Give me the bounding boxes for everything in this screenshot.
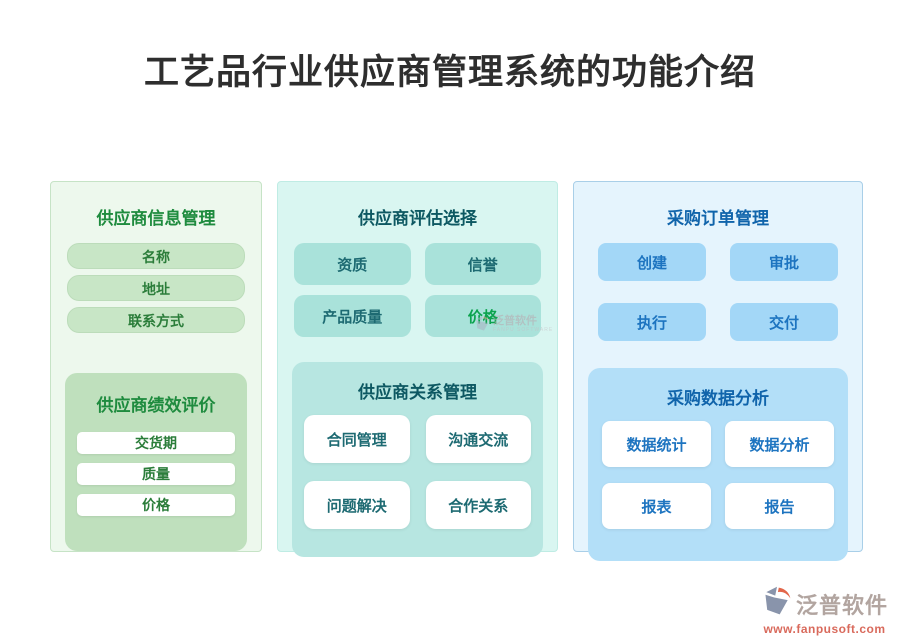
card-relationship-management: 供应商关系管理 合同管理 沟通交流 问题解决 合作关系 — [292, 362, 543, 557]
btn-delivery-period[interactable]: 交货期 — [77, 432, 235, 454]
btn-report-form[interactable]: 报表 — [602, 483, 711, 529]
btn-contract-management[interactable]: 合同管理 — [304, 415, 410, 463]
card-purchase-data-analysis: 采购数据分析 数据统计 数据分析 报表 报告 — [588, 368, 848, 561]
supplier-info-title: 供应商信息管理 — [96, 209, 216, 228]
btn-create[interactable]: 创建 — [598, 243, 706, 281]
btn-reputation[interactable]: 信誉 — [424, 243, 541, 285]
btn-product-quality[interactable]: 产品质量 — [294, 295, 411, 337]
btn-data-analysis[interactable]: 数据分析 — [725, 421, 834, 467]
btn-cooperation[interactable]: 合作关系 — [425, 481, 531, 529]
btn-communication[interactable]: 沟通交流 — [425, 415, 531, 463]
btn-supplier-address[interactable]: 地址 — [67, 275, 245, 301]
btn-problem-solving[interactable]: 问题解决 — [304, 481, 410, 529]
btn-price-evaluation[interactable]: 价格 — [424, 295, 541, 337]
panel-purchase-order: 采购订单管理 创建 审批 执行 交付 采购数据分析 数据统计 数据分析 报表 报… — [573, 181, 863, 561]
purchase-order-title: 采购订单管理 — [667, 209, 769, 228]
btn-supplier-contact[interactable]: 联系方式 — [67, 307, 245, 333]
brand-name: 泛普软件 — [795, 592, 888, 618]
card-performance-evaluation: 供应商绩效评价 交货期 质量 价格 — [65, 373, 247, 551]
data-analysis-title: 采购数据分析 — [667, 389, 769, 408]
btn-data-statistics[interactable]: 数据统计 — [602, 421, 711, 467]
panel-supplier-evaluation: 供应商评估选择 资质 信誉 产品质量 价格 泛普软件 FANPU SOFTWAR… — [277, 181, 558, 557]
btn-supplier-name[interactable]: 名称 — [67, 243, 245, 269]
btn-report[interactable]: 报告 — [725, 483, 834, 529]
performance-title: 供应商绩效评价 — [96, 396, 216, 415]
evaluation-title: 供应商评估选择 — [358, 209, 477, 228]
page-title: 工艺品行业供应商管理系统的功能介绍 — [143, 53, 756, 92]
btn-quality[interactable]: 质量 — [77, 463, 235, 485]
btn-approve[interactable]: 审批 — [730, 243, 838, 281]
feature-panels: 供应商信息管理 名称 地址 联系方式 供应商绩效评价 交货期 质量 价格 供应商… — [50, 181, 863, 561]
fanpu-logo-icon — [761, 585, 793, 622]
brand-logo: 泛普软件 www.fanpusoft.com — [761, 585, 888, 636]
btn-execute[interactable]: 执行 — [598, 303, 706, 341]
panel-supplier-info: 供应商信息管理 名称 地址 联系方式 供应商绩效评价 交货期 质量 价格 — [50, 181, 262, 552]
btn-price[interactable]: 价格 — [77, 494, 235, 516]
btn-deliver[interactable]: 交付 — [730, 303, 838, 341]
brand-url: www.fanpusoft.com — [763, 622, 886, 636]
relationship-title: 供应商关系管理 — [358, 383, 477, 402]
btn-qualification[interactable]: 资质 — [294, 243, 411, 285]
